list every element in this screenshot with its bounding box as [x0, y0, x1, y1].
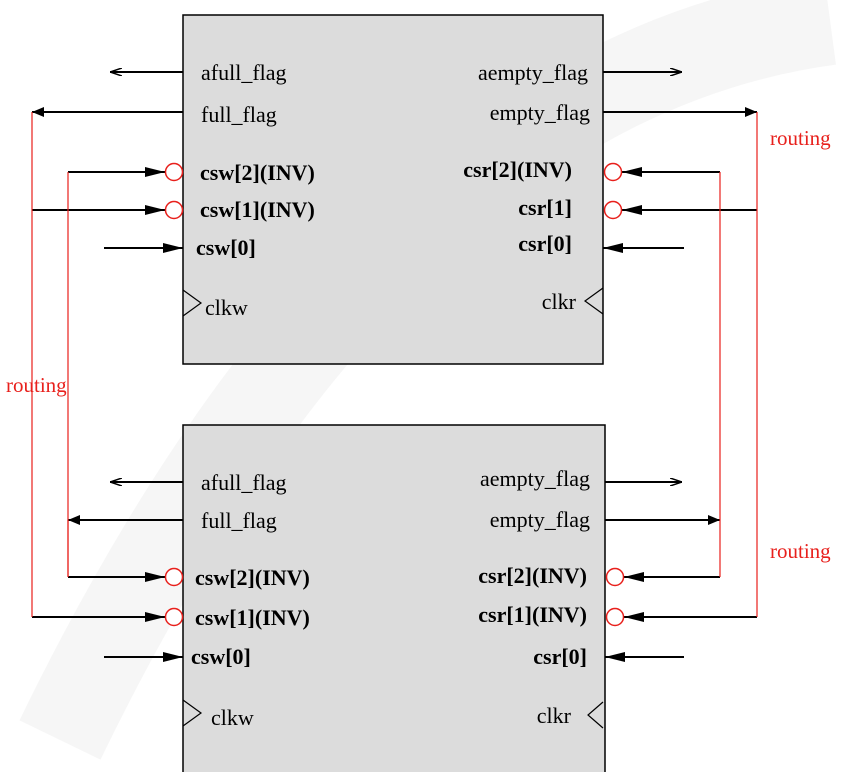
top-clkw-clock-triangle [182, 289, 203, 317]
bottom-clkr-clock-triangle [587, 701, 604, 729]
routing-wires [31, 112, 758, 617]
bottom-csw2-inverter-bubble [164, 567, 184, 587]
top-clkr-clock-triangle [583, 287, 604, 315]
bottom-aempty-flag-label: aempty_flag [480, 466, 590, 491]
bottom-csr1-label: csr[1](INV) [478, 602, 587, 627]
bottom-csr2-inverter-bubble [605, 567, 625, 587]
top-empty-flag-label: empty_flag [490, 100, 590, 125]
top-fifo-block: afull_flag full_flag csw[2](INV) csw[1](… [32, 14, 757, 365]
bottom-full-flag-label: full_flag [201, 508, 277, 533]
top-aempty-flag-label: aempty_flag [478, 60, 588, 85]
bottom-csr0-label: csr[0] [533, 644, 587, 669]
top-clkr-label: clkr [542, 289, 577, 314]
bottom-clkw-clock-triangle [182, 699, 203, 727]
top-csw2-label: csw[2](INV) [200, 160, 315, 185]
bottom-afull-flag-label: afull_flag [201, 470, 287, 495]
top-afull-flag-label: afull_flag [201, 60, 287, 85]
bottom-csw1-inverter-bubble [164, 607, 184, 627]
top-block-body [182, 14, 604, 365]
bottom-fifo-block: afull_flag full_flag csw[2](INV) csw[1](… [32, 424, 757, 772]
top-csr1-label: csr[1] [518, 195, 572, 220]
top-csr0-label: csr[0] [518, 231, 572, 256]
routing-label-right-top: routing [770, 126, 831, 150]
top-full-flag-label: full_flag [201, 102, 277, 127]
top-csw1-inverter-bubble [164, 200, 184, 220]
top-csw2-inverter-bubble [164, 162, 184, 182]
top-csr2-inverter-bubble [603, 162, 623, 182]
bottom-clkr-label: clkr [537, 703, 572, 728]
bottom-clkw-label: clkw [211, 705, 254, 730]
top-csw1-label: csw[1](INV) [200, 197, 315, 222]
bottom-block-body [182, 424, 606, 772]
bottom-csw0-label: csw[0] [191, 644, 251, 669]
routing-label-right-bottom: routing [770, 539, 831, 563]
routing-label-left-mid: routing [6, 373, 67, 397]
bottom-empty-flag-label: empty_flag [490, 507, 590, 532]
top-clkw-label: clkw [205, 295, 248, 320]
top-csr1-inverter-bubble [603, 200, 623, 220]
bottom-csw2-label: csw[2](INV) [195, 565, 310, 590]
top-csw0-label: csw[0] [196, 235, 256, 260]
top-csr2-label: csr[2](INV) [463, 157, 572, 182]
bottom-csr1-inverter-bubble [605, 607, 625, 627]
bottom-csw1-label: csw[1](INV) [195, 605, 310, 630]
bottom-csr2-label: csr[2](INV) [478, 563, 587, 588]
